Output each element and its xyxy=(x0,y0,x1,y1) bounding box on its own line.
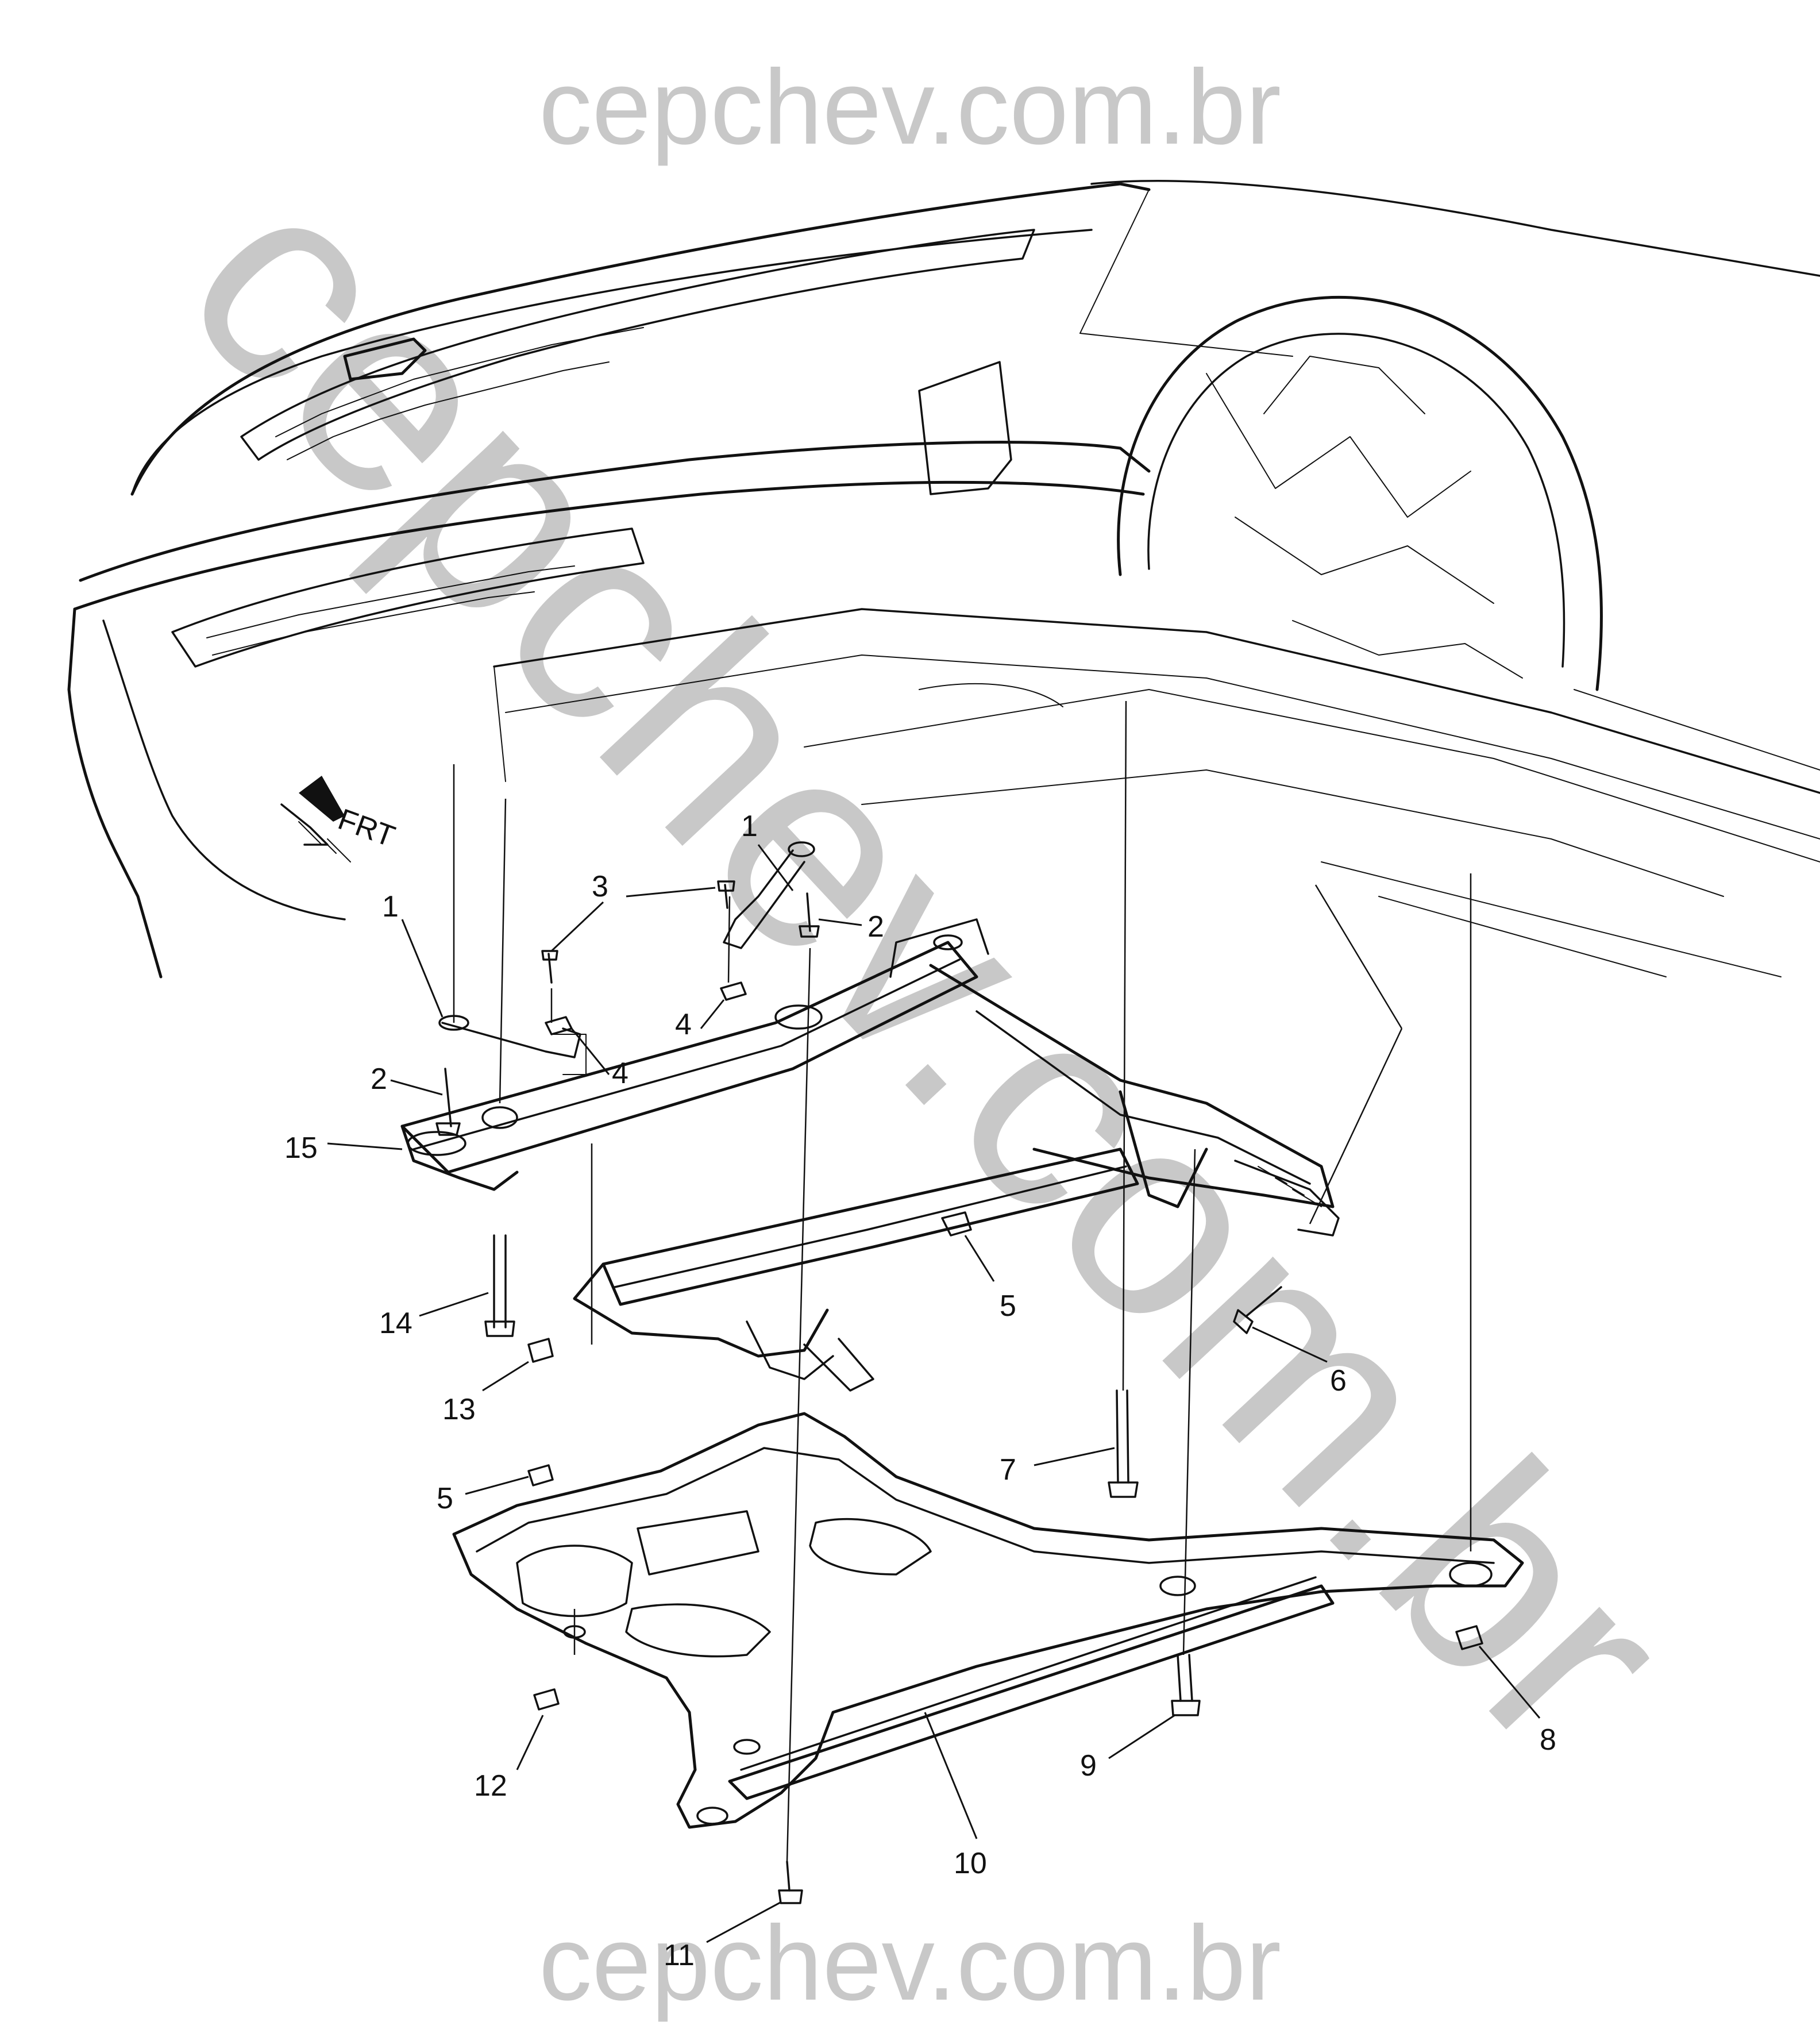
alignment-guides xyxy=(453,700,1472,1862)
callout-1-left: 1 xyxy=(382,890,399,923)
callout-4-left: 4 xyxy=(612,1057,628,1090)
body-underside xyxy=(493,608,1820,977)
callout-6: 6 xyxy=(1330,1364,1347,1397)
front-label: FRT xyxy=(334,803,399,854)
fasteners-lower xyxy=(527,1389,1483,1904)
wheel-well-structure xyxy=(1117,295,1603,691)
callout-15: 15 xyxy=(284,1131,318,1165)
callout-5-upper: 5 xyxy=(1000,1289,1016,1323)
support-bracket-left xyxy=(438,1015,587,1075)
watermark-top: cepchev.com.br xyxy=(539,48,1281,167)
callout-9: 9 xyxy=(1080,1749,1097,1782)
callout-2-left: 2 xyxy=(371,1062,387,1096)
callout-5-lower: 5 xyxy=(437,1482,453,1515)
fasteners-upper xyxy=(435,880,1282,1363)
callout-10: 10 xyxy=(954,1847,987,1880)
callout-8: 8 xyxy=(1540,1723,1556,1757)
callout-11: 11 xyxy=(664,1939,695,1972)
callouts: 1 1 2 2 3 4 4 5 5 6 7 8 9 xyxy=(284,810,1556,1972)
front-bumper-fascia xyxy=(67,180,1820,979)
callout-14: 14 xyxy=(379,1307,412,1340)
front-indicator: FRT xyxy=(280,776,399,862)
callout-13: 13 xyxy=(442,1393,476,1426)
watermark-bottom: cepchev.com.br xyxy=(539,1904,1281,2023)
callout-2-right: 2 xyxy=(867,910,884,944)
callout-12: 12 xyxy=(474,1769,507,1803)
callout-7: 7 xyxy=(1000,1453,1016,1487)
front-arrow-icon xyxy=(280,776,351,862)
callout-1-right: 1 xyxy=(741,810,758,843)
support-bracket-right xyxy=(723,841,815,949)
callout-4-right: 4 xyxy=(675,1008,692,1041)
front-subframe-upper xyxy=(400,918,1340,1392)
underbody-reinforcement-plate xyxy=(452,1412,1524,1829)
callout-3: 3 xyxy=(592,870,608,903)
